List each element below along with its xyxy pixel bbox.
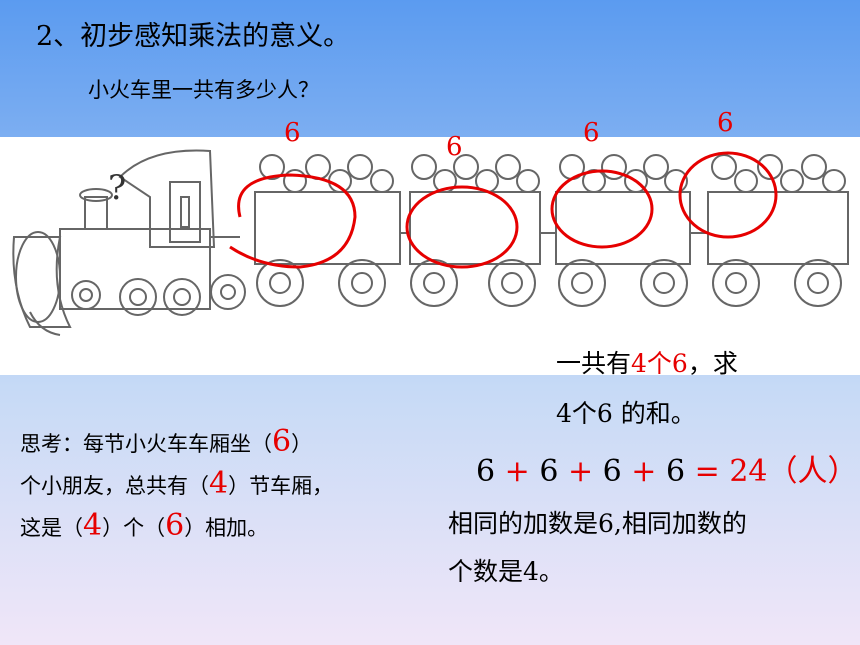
engine-front-icon xyxy=(12,236,72,328)
conclusion-line-1: 相同的加数是6,相同加数的 xyxy=(448,509,747,538)
page-title: 2、初步感知乘法的意义。 xyxy=(36,21,351,52)
engine-wheel-1 xyxy=(71,280,101,310)
red-circle-1 xyxy=(229,173,357,269)
train-car-1 xyxy=(254,154,401,307)
engine-question-mark: ? xyxy=(108,168,127,208)
car-label-1: 6 xyxy=(284,118,301,148)
children-group-4 xyxy=(711,154,846,193)
red-circle-3 xyxy=(550,169,654,249)
think-line-1: 思考：每节小火车车厢坐（6） xyxy=(20,424,313,459)
addition-equation: 6 + 6 + 6 + 6 = 24（人） xyxy=(476,454,858,489)
children-group-2 xyxy=(411,154,540,193)
train-car-2 xyxy=(409,154,541,307)
train-illustration xyxy=(12,149,849,336)
red-circle-2 xyxy=(405,185,519,269)
engine-wheel-3 xyxy=(163,278,201,316)
engine-body xyxy=(59,228,211,310)
think-line-2: 个小朋友，总共有（4）节车厢， xyxy=(20,466,334,501)
children-group-1 xyxy=(259,154,394,193)
train-illustration-panel xyxy=(0,137,860,375)
engine-cab xyxy=(118,149,216,248)
question-text: 小火车里一共有多少人？ xyxy=(88,78,319,102)
car-label-3: 6 xyxy=(583,118,600,148)
summary-line-2: 4个6 的和。 xyxy=(556,399,696,428)
red-circle-4 xyxy=(678,151,778,239)
conclusion-line-2: 个数是4。 xyxy=(448,557,564,586)
chimney xyxy=(84,196,108,230)
engine xyxy=(12,149,246,336)
engine-wheel-4 xyxy=(210,274,246,310)
car-label-4: 6 xyxy=(717,108,734,138)
summary-line-1: 一共有4个6，求 xyxy=(556,349,738,378)
engine-wheel-2 xyxy=(119,278,157,316)
think-line-3: 这是（4）个（6）相加。 xyxy=(20,508,269,543)
train-car-4 xyxy=(707,154,849,307)
train-car-3 xyxy=(555,154,691,307)
car-label-2: 6 xyxy=(446,132,463,162)
